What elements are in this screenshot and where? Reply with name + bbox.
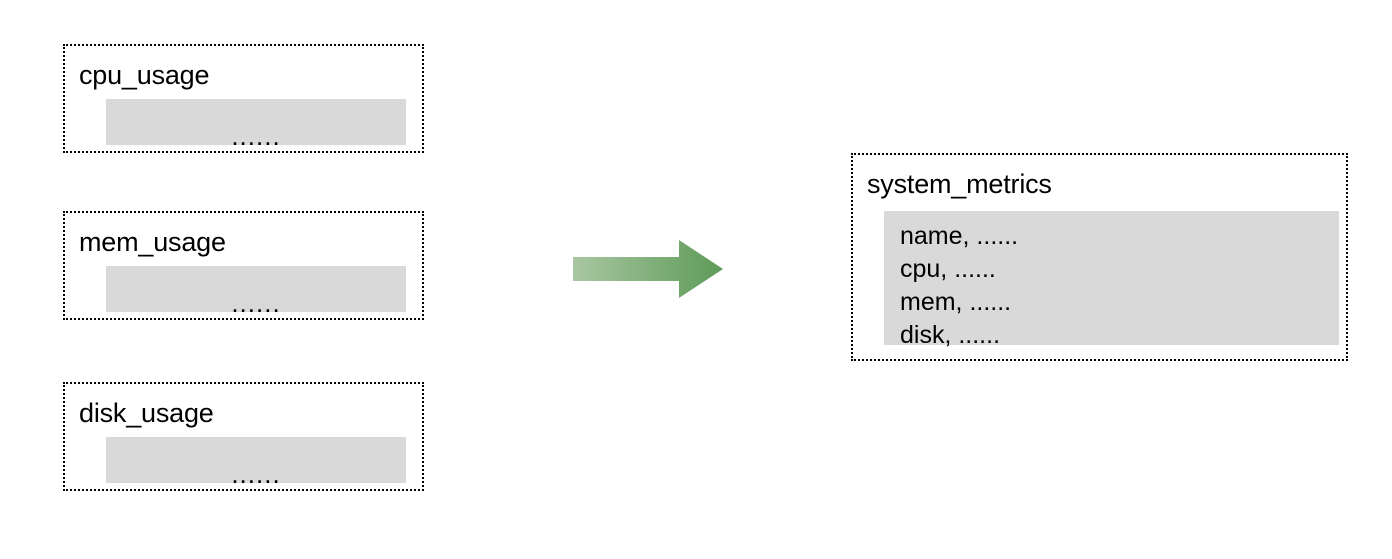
source-box-disk-usage[interactable]: disk_usage ......	[63, 382, 424, 491]
source-payload-ellipsis-disk-usage: ......	[231, 459, 281, 489]
source-box-mem-usage[interactable]: mem_usage ......	[63, 211, 424, 320]
source-title-mem-usage: mem_usage	[79, 227, 226, 257]
target-field-row: mem, ......	[900, 288, 1012, 316]
flow-arrow-icon	[573, 240, 723, 298]
target-title-system-metrics: system_metrics	[867, 169, 1052, 199]
source-title-disk-usage: disk_usage	[79, 398, 214, 428]
target-field-row: cpu, ......	[900, 255, 996, 283]
source-payload-ellipsis-mem-usage: ......	[231, 288, 281, 318]
source-box-cpu-usage[interactable]: cpu_usage ......	[63, 44, 424, 153]
target-field-row: name, ......	[900, 222, 1019, 250]
source-payload-mem-usage: ......	[106, 266, 406, 316]
target-box-system-metrics[interactable]: system_metrics name, ...... cpu, ...... …	[851, 153, 1348, 361]
target-payload-system-metrics: name, ...... cpu, ...... mem, ...... dis…	[884, 211, 1339, 349]
source-title-cpu-usage: cpu_usage	[79, 60, 210, 90]
source-payload-disk-usage: ......	[106, 437, 406, 487]
source-payload-ellipsis-cpu-usage: ......	[231, 121, 281, 151]
target-field-list: name, ...... cpu, ...... mem, ...... dis…	[900, 220, 1018, 352]
target-field-row: disk, ......	[900, 321, 1001, 349]
source-payload-cpu-usage: ......	[106, 99, 406, 149]
